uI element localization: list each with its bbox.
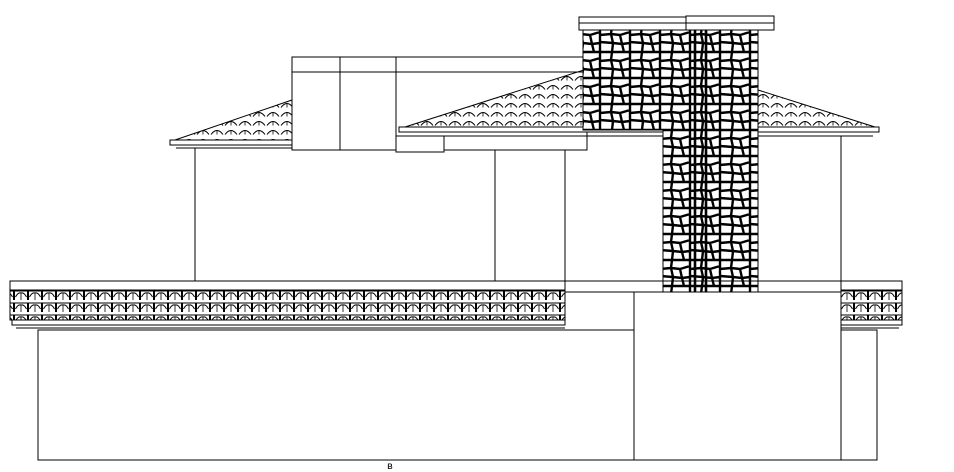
left-roof — [169, 99, 293, 149]
left-terrace-parapet — [9, 280, 566, 329]
lower-walls — [37, 291, 878, 461]
drawing-caption: в — [387, 461, 393, 472]
right-roof — [757, 89, 880, 137]
stone-chimney — [578, 15, 775, 294]
right-terrace-parapet — [840, 280, 903, 329]
